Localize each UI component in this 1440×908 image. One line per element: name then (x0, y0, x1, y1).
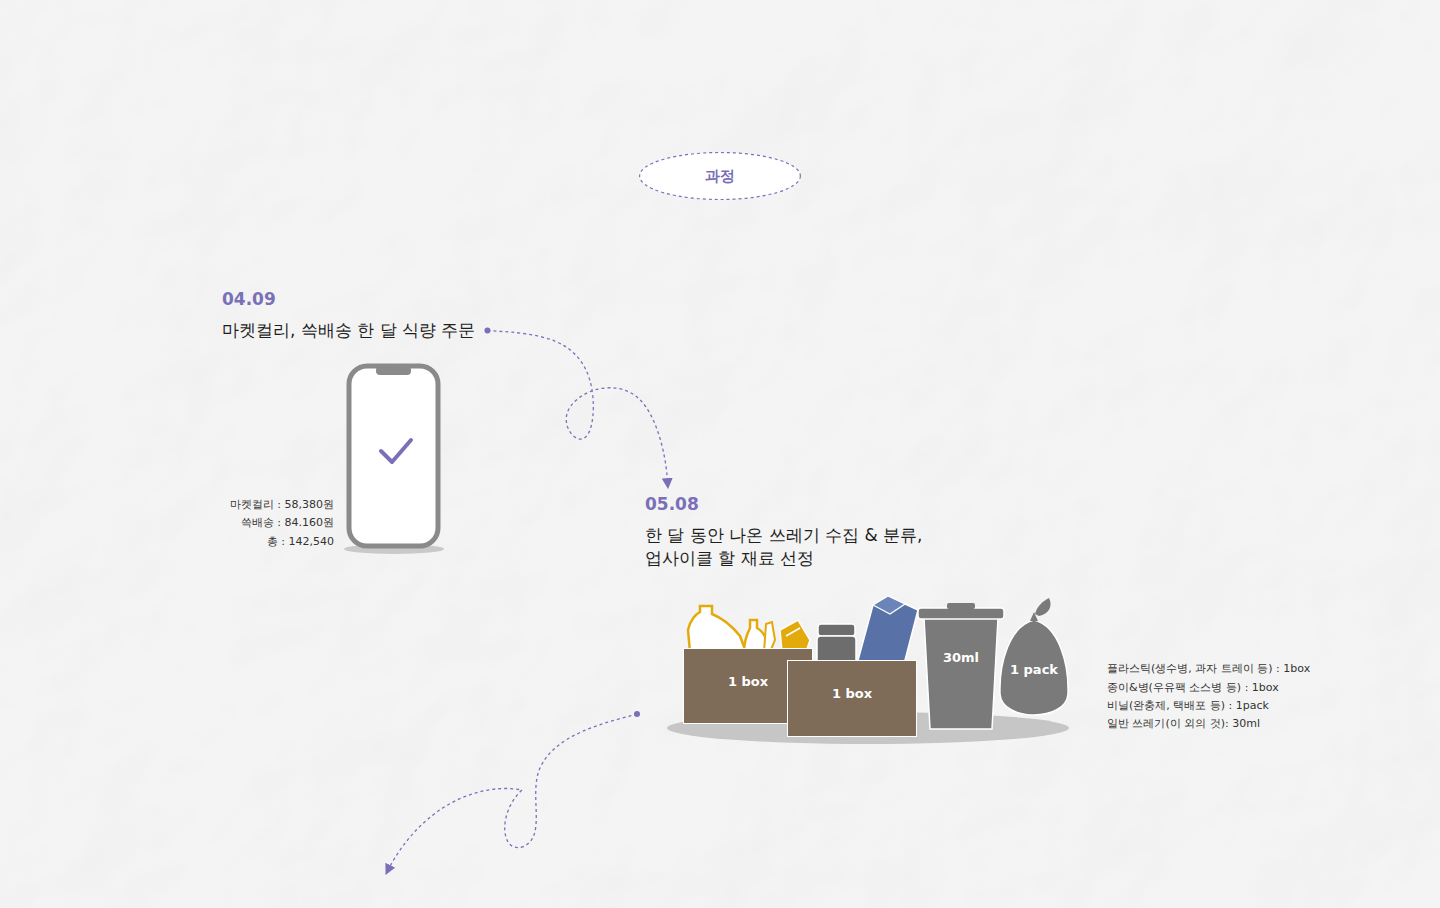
category-note: 일반 쓰레기(이 외의 것): 30ml (1107, 717, 1260, 731)
step-date: 05.08 (645, 494, 1085, 514)
heading-oval: 과정 (638, 151, 802, 201)
quantity-label: 30ml (943, 650, 979, 665)
step-block: 04.09 마켓컬리, 쓱배송 한 달 식량 주문 (222, 289, 475, 342)
trash-box: 1 box (787, 660, 917, 737)
phone-body (349, 366, 438, 546)
plastic-bottle (688, 606, 746, 652)
category-note: 비닐(완충제, 택배포 등) : 1pack (1107, 699, 1269, 713)
price-note: 총 : 142,540 (170, 535, 334, 549)
trash-bin: 30ml (915, 603, 1007, 732)
section-title: 과정 (705, 167, 735, 186)
phone-notch (376, 366, 411, 375)
trash-bag: 1 pack (997, 596, 1071, 726)
quantity-label: 1 box (728, 674, 768, 689)
step-title: 마켓컬리, 쓱배송 한 달 식량 주문 (222, 319, 475, 342)
check-mark (381, 440, 411, 462)
dashed-arrow (386, 714, 637, 874)
step-title: 한 달 동안 나온 쓰레기 수집 & 분류, 업사이클 할 재료 선정 (645, 524, 945, 570)
bag-outline (997, 596, 1071, 726)
bin-outline (915, 603, 1007, 732)
bin-body (924, 618, 998, 729)
milk-carton (857, 596, 918, 668)
connector-dot (484, 328, 490, 334)
category-note: 종이&병(우유팩 소스병 등) : 1box (1107, 681, 1279, 695)
oval-outline (640, 153, 801, 200)
step-date: 04.09 (222, 289, 475, 309)
milk-carton-top (873, 596, 905, 614)
bag-body (1000, 620, 1068, 715)
jar-lid (818, 624, 855, 636)
bin-handle (947, 603, 975, 609)
price-note: 쓱배송 : 84.160원 (170, 516, 334, 530)
category-note: 플라스틱(생수병, 과자 트레이 등) : 1box (1107, 662, 1310, 676)
quantity-label: 1 pack (1010, 662, 1058, 677)
bag-leaf (1035, 598, 1051, 616)
price-note: 마켓컬리 : 58,380원 (170, 498, 334, 512)
quantity-label: 1 box (832, 686, 872, 701)
connector-group (484, 328, 668, 489)
dashed-connector (487, 331, 668, 489)
step-block: 05.08 한 달 동안 나온 쓰레기 수집 & 분류, 업사이클 할 재료 선정… (645, 494, 1085, 744)
bin-lid (918, 608, 1004, 619)
snack-tray-line (786, 628, 800, 636)
